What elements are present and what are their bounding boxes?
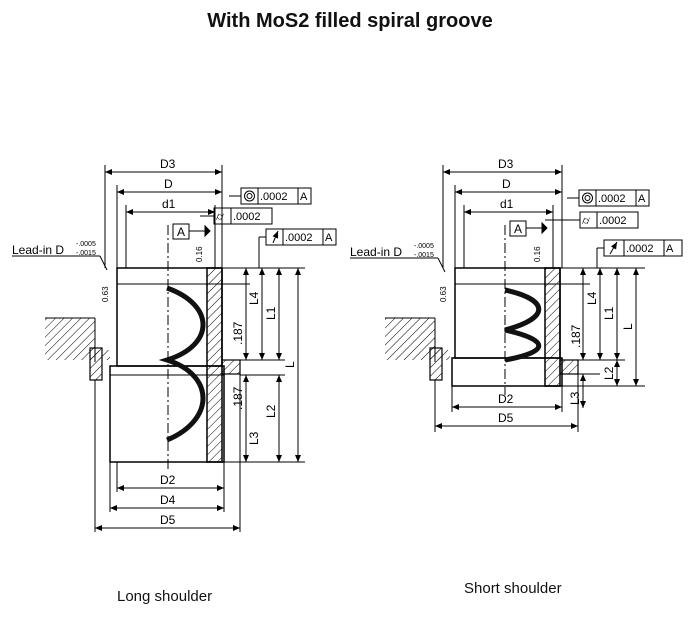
caption-long-shoulder: Long shoulder — [117, 588, 213, 605]
spiral-groove — [158, 285, 206, 443]
shoulder-flange-right — [559, 359, 579, 375]
spiral-groove-right — [504, 287, 541, 363]
label-D: D — [164, 177, 173, 191]
caption-short-shoulder: Short shoulder — [464, 580, 562, 597]
label-L3-right: L3 — [568, 391, 582, 405]
label-L1: L1 — [264, 306, 278, 320]
bushing-lower — [109, 365, 225, 463]
label-D2: D2 — [160, 473, 176, 487]
label-L1-right: L1 — [602, 306, 616, 320]
label-187-upper: .187 — [231, 321, 245, 345]
cylindricity-icon-right: ⌭ — [582, 215, 590, 227]
datum-A-right: A — [514, 222, 522, 236]
label-D-right: D — [502, 177, 511, 191]
dowel-pin-right — [429, 347, 443, 381]
tol-runout: .0002 — [285, 232, 313, 244]
label-L4: L4 — [247, 291, 261, 305]
label-d1-right: d1 — [500, 197, 514, 211]
label-L2-right: L2 — [602, 366, 616, 380]
label-187-right: .187 — [569, 324, 583, 348]
leadin-lower: -.0015 — [76, 250, 96, 257]
tol-concentricity-ref-right: A — [638, 193, 646, 205]
leadin-label: Lead-in D — [12, 243, 64, 257]
shoulder-flange — [221, 359, 241, 375]
label-D5-right: D5 — [498, 411, 514, 425]
label-L3: L3 — [247, 431, 261, 445]
label-L-right: L — [621, 323, 635, 330]
tol-concentricity: .0002 — [260, 191, 288, 203]
label-187-lower: .187 — [231, 386, 245, 410]
roughness-063-right: 0.63 — [439, 286, 448, 302]
tol-runout-ref: A — [325, 232, 333, 244]
page-title: With MoS2 filled spiral groove — [207, 10, 493, 32]
label-D2-right: D2 — [498, 392, 514, 406]
roughness-016-right: 0.16 — [533, 246, 542, 262]
leadin-lower-right: -.0015 — [414, 252, 434, 259]
tol-concentricity-right: .0002 — [598, 193, 626, 205]
tol-concentricity-ref: A — [300, 191, 308, 203]
label-d1: d1 — [162, 197, 176, 211]
label-L2: L2 — [264, 404, 278, 418]
tol-cylindricity: .0002 — [233, 211, 261, 223]
datum-A: A — [177, 225, 185, 239]
wall-section-right — [544, 267, 561, 387]
leadin-label-right: Lead-in D — [350, 245, 402, 259]
leadin-upper-right: -.0005 — [414, 243, 434, 250]
tol-cylindricity-right: .0002 — [599, 215, 627, 227]
short-shoulder-view — [350, 165, 683, 432]
tol-runout-ref-right: A — [666, 243, 674, 255]
cylindricity-icon: ⌭ — [216, 211, 224, 223]
label-L4-right: L4 — [585, 291, 599, 305]
tol-runout-right: .0002 — [626, 243, 654, 255]
label-D3: D3 — [160, 157, 176, 171]
dowel-pin — [89, 347, 103, 381]
long-shoulder-view — [12, 165, 337, 532]
leadin-upper: -.0005 — [76, 241, 96, 248]
roughness-063: 0.63 — [101, 286, 110, 302]
roughness-016: 0.16 — [195, 246, 204, 262]
wall-section — [206, 267, 223, 463]
label-D4: D4 — [160, 493, 176, 507]
label-D3-right: D3 — [498, 157, 514, 171]
label-D5: D5 — [160, 513, 176, 527]
label-L: L — [283, 361, 297, 368]
